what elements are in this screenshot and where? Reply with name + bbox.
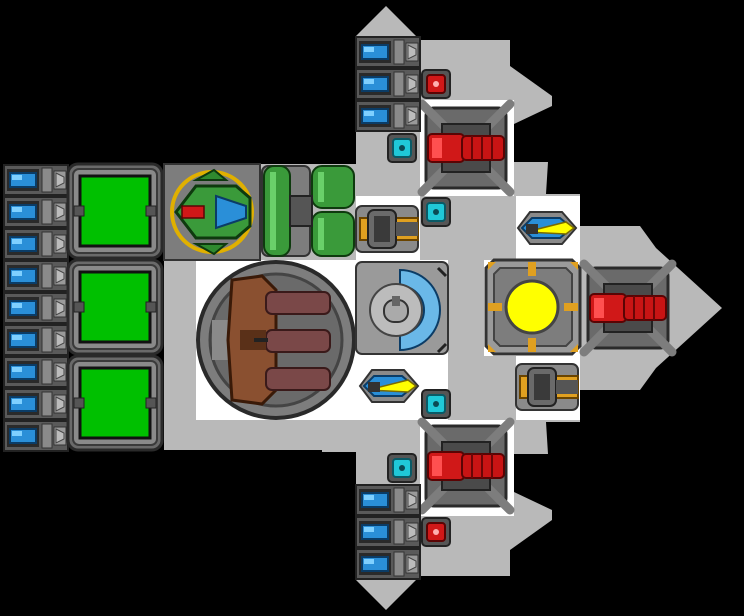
cargo-module[interactable] (66, 258, 164, 356)
cockpit-module[interactable] (163, 163, 261, 261)
thruster-column-left (3, 164, 69, 452)
sensor-node-cyan[interactable] (387, 453, 417, 483)
laser-turret[interactable] (422, 422, 510, 510)
thruster[interactable] (355, 36, 421, 68)
plasma-blade[interactable] (359, 369, 419, 403)
thruster[interactable] (3, 292, 69, 324)
autocannon[interactable] (515, 363, 579, 411)
thruster[interactable] (3, 228, 69, 260)
thruster[interactable] (3, 356, 69, 388)
heavy-cannon-module[interactable] (196, 260, 356, 420)
thruster[interactable] (3, 324, 69, 356)
cargo-column (66, 162, 164, 452)
thruster[interactable] (355, 548, 421, 580)
cargo-module[interactable] (66, 162, 164, 260)
laser-turret[interactable] (422, 104, 510, 192)
plasma-blade[interactable] (517, 211, 577, 245)
sensor-node-cyan[interactable] (421, 389, 451, 419)
thruster[interactable] (3, 260, 69, 292)
shield-generator-module[interactable] (355, 261, 449, 355)
autocannon[interactable] (355, 205, 419, 253)
thruster[interactable] (3, 196, 69, 228)
thruster[interactable] (355, 100, 421, 132)
reactor-core[interactable] (484, 258, 582, 356)
thruster[interactable] (355, 484, 421, 516)
power-node-red[interactable] (421, 517, 451, 547)
sensor-node-cyan[interactable] (421, 197, 451, 227)
laser-turret[interactable] (584, 264, 672, 352)
thruster[interactable] (355, 68, 421, 100)
thruster[interactable] (3, 164, 69, 196)
thruster[interactable] (3, 420, 69, 452)
power-node-red[interactable] (421, 69, 451, 99)
thruster[interactable] (355, 516, 421, 548)
cargo-module[interactable] (66, 354, 164, 452)
thruster[interactable] (3, 388, 69, 420)
fuel-tank-module[interactable] (261, 165, 355, 257)
sensor-node-cyan[interactable] (387, 133, 417, 163)
